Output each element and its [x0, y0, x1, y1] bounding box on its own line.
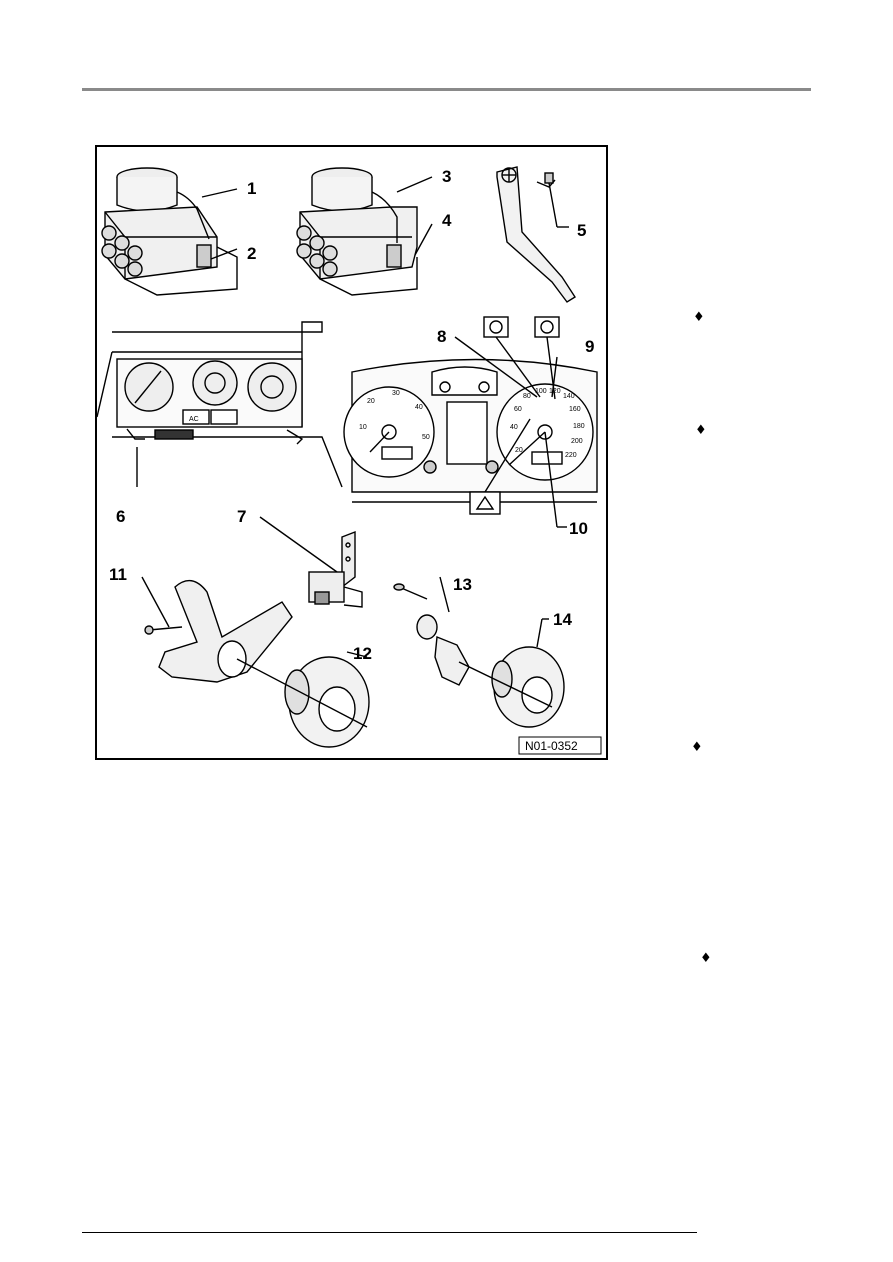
dash-center-console	[97, 321, 343, 488]
svg-text:200: 200	[571, 438, 583, 445]
steering-knuckle	[141, 576, 293, 683]
callout-9: 9	[585, 337, 594, 356]
rear-wheel-hub	[393, 576, 565, 728]
svg-text:160: 160	[569, 406, 581, 413]
svg-text:120: 120	[549, 388, 561, 395]
svg-text:10: 10	[359, 424, 367, 431]
footer-rule	[82, 1232, 697, 1233]
callout-7: 7	[237, 507, 246, 526]
bullet-marker: ♦	[693, 310, 705, 325]
svg-text:140: 140	[563, 393, 575, 400]
sensor-7	[259, 516, 363, 608]
bullet-marker: ♦	[695, 423, 707, 438]
figure-ref: N01-0352	[525, 739, 578, 753]
callout-3: 3	[442, 167, 451, 186]
bullet-marker: ♦	[700, 951, 712, 966]
callout-5: 5	[577, 221, 586, 240]
callout-2: 2	[247, 244, 256, 263]
svg-text:40: 40	[510, 424, 518, 431]
svg-text:80: 80	[523, 393, 531, 400]
abs-hydraulic-unit-1	[101, 167, 238, 296]
svg-text:20: 20	[515, 447, 523, 454]
abs-components-figure: 1 2 3 4 5 6 7 8 9 10 11 12 13 14 10 20 3…	[95, 145, 608, 760]
ac-button-label: AC	[189, 416, 199, 423]
speedo-right-ticks: 20 40 60 80 100 120 140 160 180 200 220	[510, 388, 585, 459]
bullet-marker: ♦	[691, 740, 703, 755]
svg-text:40: 40	[415, 404, 423, 411]
svg-text:180: 180	[573, 423, 585, 430]
header-rule	[82, 88, 811, 91]
callout-6: 6	[116, 507, 125, 526]
svg-text:100: 100	[535, 388, 547, 395]
svg-text:60: 60	[514, 406, 522, 413]
brake-pedal-with-switch	[496, 166, 576, 303]
callout-1: 1	[247, 179, 256, 198]
speedo-left-ticks: 10 20 30 40 50	[359, 390, 430, 441]
callout-10: 10	[569, 519, 588, 538]
callout-11: 11	[109, 565, 127, 584]
instrument-cluster	[343, 316, 598, 528]
callout-12: 12	[353, 644, 372, 663]
callout-4: 4	[442, 211, 452, 230]
callout-8: 8	[437, 327, 446, 346]
svg-text:30: 30	[392, 390, 400, 397]
figure-illustration: 1 2 3 4 5 6 7 8 9 10 11 12 13 14 10 20 3…	[97, 166, 602, 755]
figure-ref-box	[518, 736, 602, 755]
callout-14: 14	[553, 610, 572, 629]
abs-hydraulic-unit-2	[296, 167, 433, 296]
svg-text:220: 220	[565, 452, 577, 459]
svg-text:50: 50	[422, 434, 430, 441]
front-wheel-hub	[236, 651, 370, 748]
callout-13: 13	[453, 575, 472, 594]
svg-text:20: 20	[367, 398, 375, 405]
